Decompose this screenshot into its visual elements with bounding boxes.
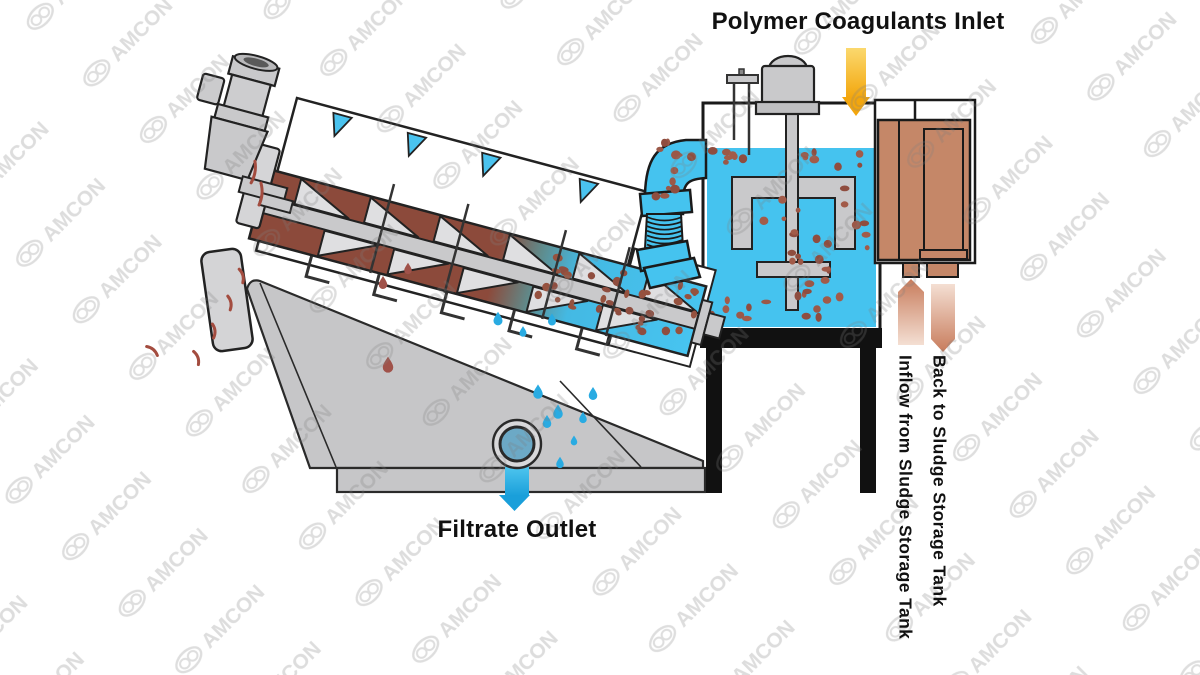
inflow-from-tank-label: Inflow from Sludge Storage Tank — [895, 355, 916, 640]
polymer-inlet-label: Polymer Coagulants Inlet — [711, 8, 1005, 35]
filtrate-outlet-label: Filtrate Outlet — [437, 516, 597, 543]
back-to-tank-label: Back to Sludge Storage Tank — [929, 355, 950, 607]
